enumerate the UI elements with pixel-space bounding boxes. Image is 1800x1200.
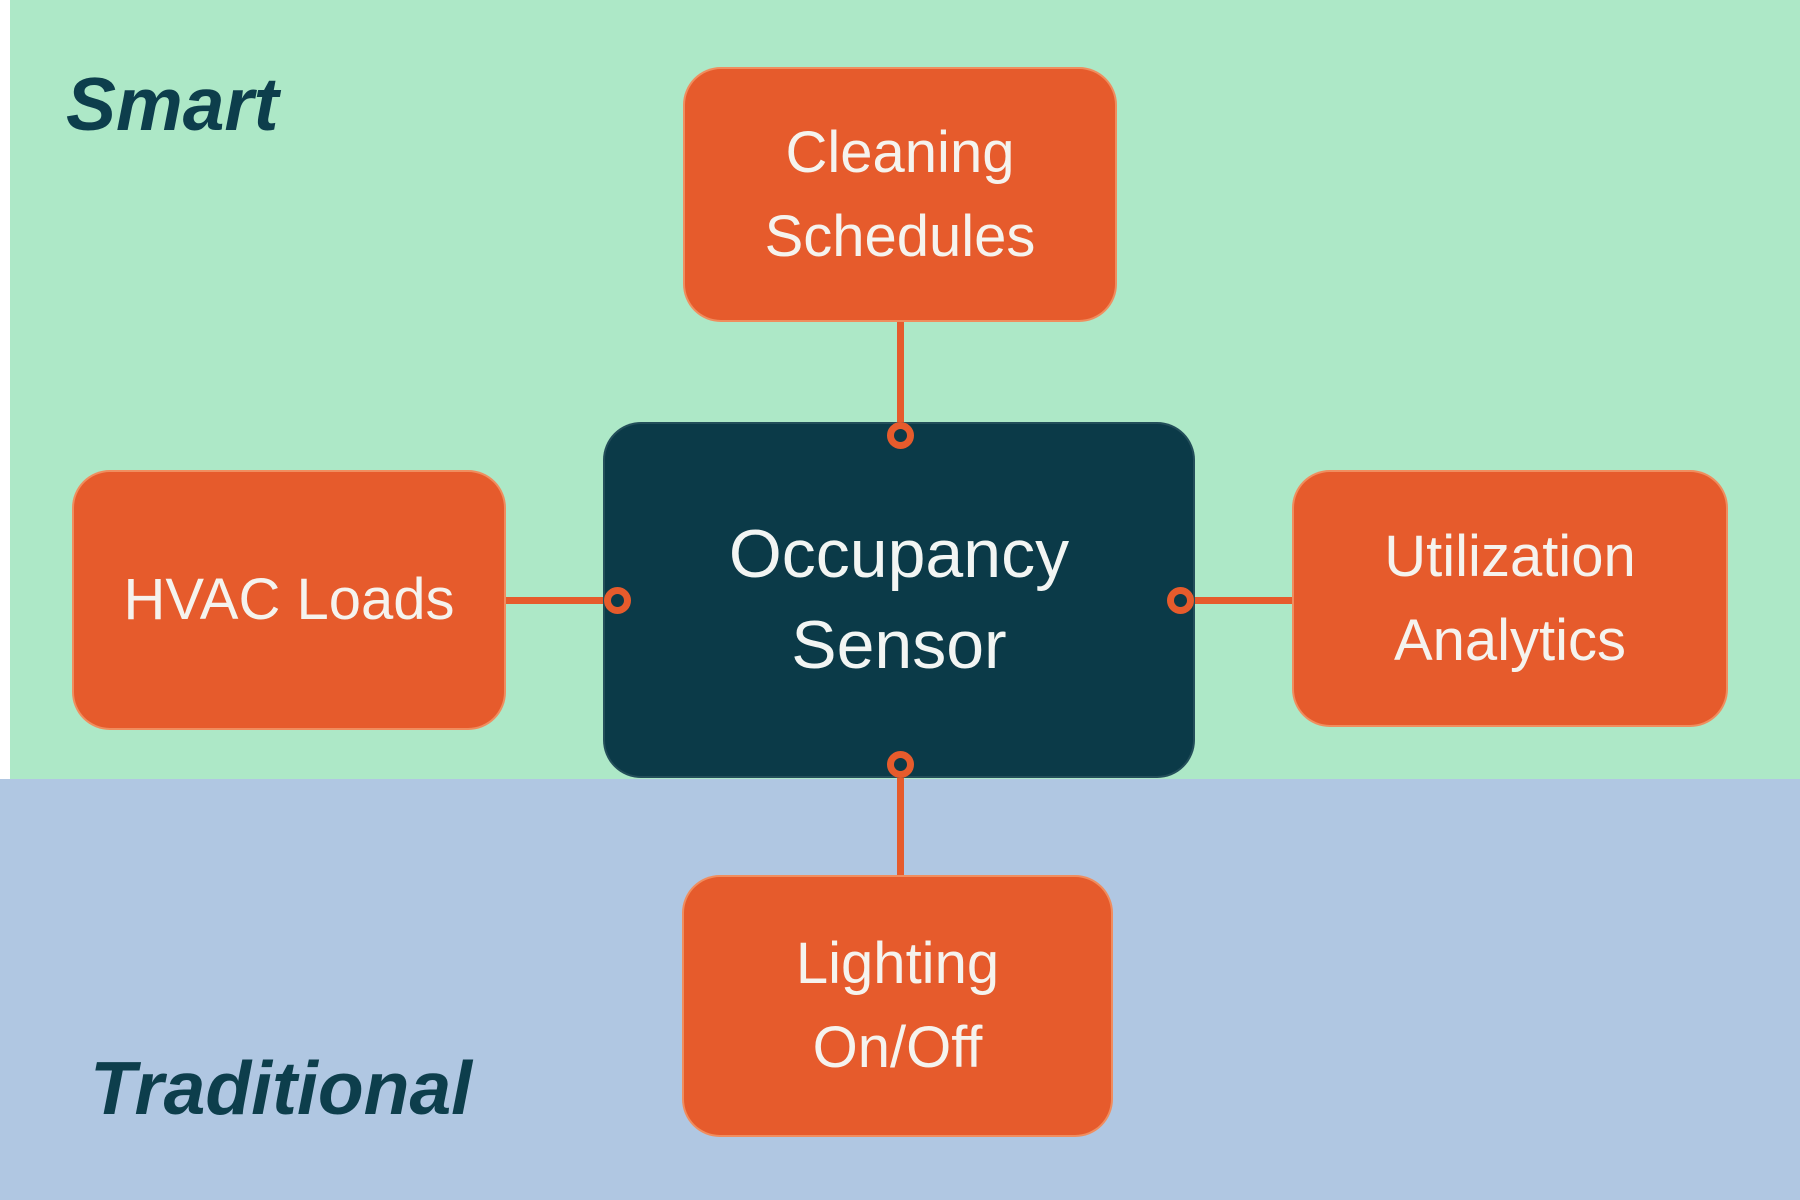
node-cleaning-schedules: Cleaning Schedules	[683, 67, 1117, 322]
connector-line-right	[1181, 597, 1297, 604]
connector-port-icon-right	[1167, 587, 1194, 614]
connector-line-left	[502, 597, 618, 604]
connector-line-top	[897, 322, 904, 435]
node-lighting-on-off: Lighting On/Off	[682, 875, 1113, 1137]
node-lighting-on-off-label: Lighting On/Off	[795, 931, 1000, 1080]
node-occupancy-sensor-label: Occupancy Sensor	[728, 516, 1070, 683]
node-cleaning-schedules-label: Cleaning Schedules	[764, 119, 1036, 269]
node-occupancy-sensor: Occupancy Sensor	[603, 422, 1195, 778]
connector-port-icon-top	[887, 422, 914, 449]
connector-port-icon-bottom	[887, 751, 914, 778]
node-hvac-loads-label: HVAC Loads	[123, 567, 455, 632]
node-utilization-analytics-label: Utilization Analytics	[1384, 523, 1636, 673]
node-utilization-analytics: Utilization Analytics	[1292, 470, 1728, 727]
node-hvac-loads: HVAC Loads	[72, 470, 506, 730]
connector-line-bottom	[897, 765, 904, 875]
traditional-region-label: Traditional	[90, 1046, 472, 1130]
smart-region-label: Smart	[66, 62, 279, 146]
connector-port-icon-left	[604, 587, 631, 614]
